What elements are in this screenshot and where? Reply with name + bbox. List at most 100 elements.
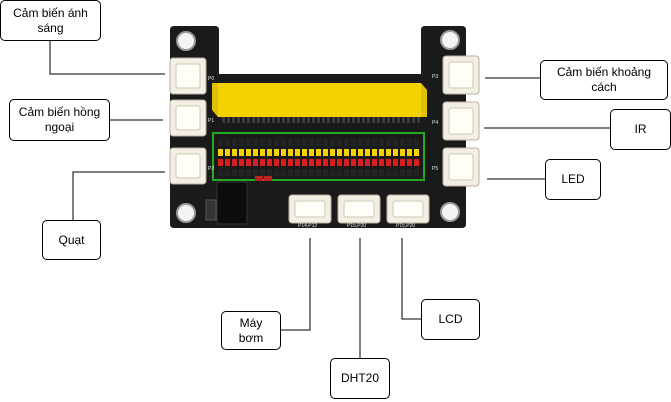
power-jack bbox=[217, 182, 247, 224]
header-pin bbox=[281, 139, 286, 146]
header-pin bbox=[414, 169, 419, 176]
edge-pin bbox=[327, 117, 330, 123]
edge-pin bbox=[232, 117, 235, 123]
header-pin bbox=[337, 139, 342, 146]
header-pin bbox=[365, 159, 370, 166]
edge-pin bbox=[392, 117, 395, 123]
header-pin bbox=[323, 139, 328, 146]
edge-pin bbox=[252, 117, 255, 123]
header-pin bbox=[407, 149, 412, 156]
header-pin bbox=[344, 149, 349, 156]
header-pin bbox=[358, 159, 363, 166]
header-pin bbox=[344, 159, 349, 166]
edge-pin bbox=[267, 117, 270, 123]
header-pin bbox=[232, 149, 237, 156]
header-pin bbox=[393, 149, 398, 156]
header-pin bbox=[218, 139, 223, 146]
header-pin bbox=[253, 159, 258, 166]
edge-pin bbox=[242, 117, 245, 123]
header-pin bbox=[225, 169, 230, 176]
label-left-2: P1 bbox=[208, 118, 214, 124]
header-pin bbox=[260, 159, 265, 166]
header-pin bbox=[309, 139, 314, 146]
edge-pin bbox=[402, 117, 405, 123]
header-pin bbox=[344, 139, 349, 146]
header-pin bbox=[302, 169, 307, 176]
edge-pin bbox=[282, 117, 285, 123]
callout-dht20: DHT20 bbox=[330, 358, 390, 399]
header-pin bbox=[365, 139, 370, 146]
header-pin bbox=[239, 149, 244, 156]
header-pin bbox=[302, 149, 307, 156]
connector-bottom-1-socket bbox=[295, 201, 325, 217]
callout-lcd: LCD bbox=[421, 299, 480, 340]
header-pin bbox=[414, 139, 419, 146]
header-pin bbox=[386, 139, 391, 146]
header-pin bbox=[267, 149, 272, 156]
edge-pin bbox=[372, 117, 375, 123]
header-pin bbox=[225, 149, 230, 156]
edge-pin bbox=[342, 117, 345, 123]
label-bottom-1: P14,P12 bbox=[298, 223, 317, 229]
header-pin bbox=[274, 149, 279, 156]
edge-pin bbox=[312, 117, 315, 123]
header-pin bbox=[218, 149, 223, 156]
edge-connector bbox=[218, 83, 421, 117]
edge-pin bbox=[397, 117, 400, 123]
header-pin bbox=[274, 169, 279, 176]
label-bottom-3: P15,P20 bbox=[396, 223, 415, 229]
header-pin bbox=[281, 159, 286, 166]
connector-left-2-socket bbox=[176, 106, 200, 130]
header-pin bbox=[225, 139, 230, 146]
header-pin bbox=[351, 149, 356, 156]
header-pin bbox=[302, 159, 307, 166]
header-pin bbox=[400, 169, 405, 176]
header-pin bbox=[295, 139, 300, 146]
mounting-hole bbox=[441, 31, 459, 49]
connector-right-3-socket bbox=[449, 154, 473, 180]
header-pin bbox=[393, 159, 398, 166]
header-pin bbox=[400, 159, 405, 166]
edge-pin bbox=[382, 117, 385, 123]
edge-pin bbox=[377, 117, 380, 123]
header-pin bbox=[267, 139, 272, 146]
header-pin bbox=[295, 149, 300, 156]
header-pin bbox=[232, 169, 237, 176]
mounting-hole bbox=[177, 204, 195, 222]
header-pin bbox=[323, 169, 328, 176]
header-pin bbox=[316, 169, 321, 176]
label-left-3: P2 bbox=[208, 166, 214, 172]
header-pin bbox=[239, 159, 244, 166]
header-pin bbox=[393, 139, 398, 146]
connector-bottom-3-socket bbox=[393, 201, 423, 217]
edge-pin bbox=[387, 117, 390, 123]
header-pin bbox=[372, 159, 377, 166]
header-pin bbox=[386, 149, 391, 156]
callout-infrared-sensor: Cảm biến hồng ngoại bbox=[9, 99, 110, 141]
header-pin bbox=[288, 169, 293, 176]
edge-pin bbox=[307, 117, 310, 123]
header-pin bbox=[253, 149, 258, 156]
header-pin bbox=[267, 169, 272, 176]
header-pin bbox=[330, 169, 335, 176]
header-pin bbox=[337, 169, 342, 176]
header-pin bbox=[344, 169, 349, 176]
header-pin bbox=[288, 139, 293, 146]
edge-pin bbox=[247, 117, 250, 123]
header-pin bbox=[407, 139, 412, 146]
header-pin bbox=[281, 169, 286, 176]
header-pin bbox=[225, 159, 230, 166]
callout-distance-sensor: Cảm biến khoảng cách bbox=[540, 60, 668, 100]
header-pin bbox=[358, 139, 363, 146]
header-pin bbox=[365, 149, 370, 156]
bottom-connectors bbox=[289, 195, 429, 223]
header-pin bbox=[400, 149, 405, 156]
header-pin bbox=[260, 139, 265, 146]
header-pin bbox=[288, 159, 293, 166]
edge-pin bbox=[297, 117, 300, 123]
header-pin bbox=[379, 139, 384, 146]
edge-pin bbox=[417, 117, 420, 123]
callout-ir: IR bbox=[610, 109, 671, 150]
edge-pin bbox=[347, 117, 350, 123]
leader-lcd bbox=[402, 238, 421, 319]
